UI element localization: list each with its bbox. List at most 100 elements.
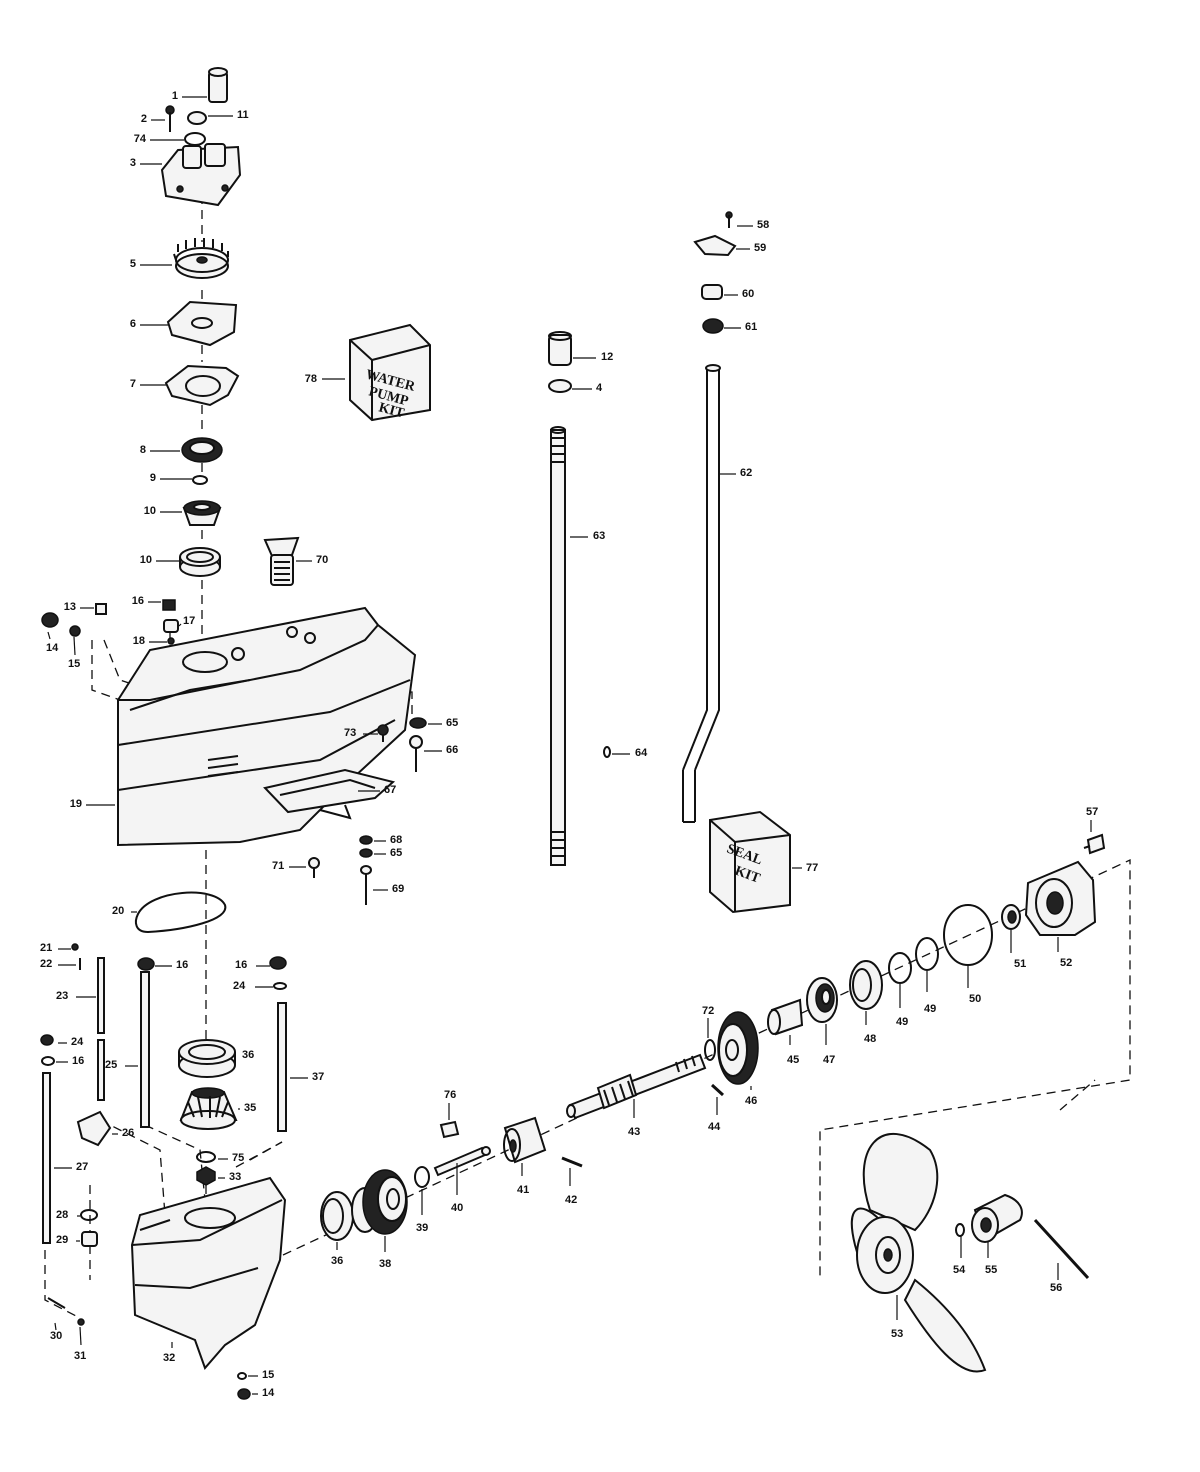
- pinion-gear-part-35: [179, 1087, 238, 1130]
- bushing-part-29: [81, 1231, 98, 1247]
- callout-label: 58: [757, 219, 769, 231]
- pin-part-42: [561, 1156, 583, 1168]
- bearing-cone-part-10: [182, 500, 222, 526]
- callout-label: 49: [896, 1016, 908, 1028]
- callout-leader: [178, 623, 182, 627]
- grommet-part-61: [702, 318, 724, 334]
- callout-label: 76: [444, 1089, 456, 1101]
- callout-label: 69: [392, 883, 404, 895]
- nut-part-33: [196, 1166, 216, 1186]
- callout-label: 22: [40, 958, 52, 970]
- callout-label: 68: [390, 834, 402, 846]
- bearing-cup-part-36b: [320, 1191, 354, 1241]
- callout-label: 24: [71, 1036, 84, 1048]
- stud-part-25: [140, 971, 150, 1128]
- callout-label: 2: [141, 113, 147, 125]
- shift-parts-upper: [693, 211, 737, 334]
- screw-part-66: [409, 735, 423, 772]
- fitting-part-14b: [237, 1388, 251, 1400]
- stud-part-37: [277, 1002, 287, 1132]
- trim-tab-part-67: [263, 768, 396, 820]
- callout-label: 25: [105, 1059, 117, 1071]
- forward-gear-part-38: [351, 1169, 408, 1235]
- callout-leader: [73, 636, 76, 656]
- stud-part-27: [42, 1072, 51, 1244]
- nut-part-16c: [40, 1034, 54, 1046]
- callout-label: 13: [64, 601, 76, 613]
- shift-plunger-part-40: [433, 1146, 491, 1177]
- ball-part-31: [77, 1318, 85, 1326]
- callout-label: 19: [70, 798, 82, 810]
- kit-label-line3: KIT: [377, 400, 406, 421]
- thrust-washer-part-72: [704, 1039, 716, 1061]
- washer-part-15: [69, 625, 81, 637]
- bearing-carrier-part-52: [1024, 860, 1097, 936]
- o-ring-part-49a: [888, 952, 912, 984]
- callout-label: 16: [132, 595, 144, 607]
- bushing-part-45: [767, 998, 804, 1036]
- callout-label: 66: [446, 744, 458, 756]
- callout-label: 23: [56, 990, 68, 1002]
- nut-part-16a: [137, 957, 155, 971]
- callout-label: 73: [344, 727, 356, 739]
- washer-part-54: [955, 1223, 965, 1237]
- callout-label: 44: [708, 1121, 721, 1133]
- callout-label: 11: [237, 109, 249, 121]
- grommet-part-11: [187, 111, 207, 125]
- callout-label: 1: [172, 90, 178, 102]
- callout-label: 18: [133, 635, 145, 647]
- callout-label: 51: [1014, 958, 1026, 970]
- bushing-part-17: [163, 619, 179, 633]
- callout-leader: [47, 631, 51, 640]
- callout-label: 7: [130, 378, 136, 390]
- propeller-shaft-part-43: [566, 1053, 707, 1120]
- callout-label: 65: [446, 717, 458, 729]
- callout-label: 5: [130, 258, 136, 270]
- callout-label: 67: [384, 784, 396, 796]
- pump-housing-part-3: [160, 143, 242, 207]
- washer-part-65: [409, 717, 427, 729]
- callout-label: 48: [864, 1033, 876, 1045]
- callout-label: 36: [331, 1255, 343, 1267]
- callout-label: 37: [312, 1071, 324, 1083]
- pinion-stack: [178, 1039, 238, 1186]
- callout-label: 4: [596, 382, 603, 394]
- washer-part-68: [359, 835, 373, 845]
- bolt-part-69: [360, 865, 372, 905]
- clip-part-26: [76, 1110, 112, 1147]
- fitting-part-14: [41, 612, 59, 628]
- cotter-part-56: [1033, 1218, 1090, 1280]
- callout-label: 38: [379, 1258, 391, 1270]
- callout-label: 9: [150, 472, 156, 484]
- callout-label: 47: [823, 1054, 835, 1066]
- callout-label: 64: [635, 747, 648, 759]
- callout-label: 30: [50, 1330, 62, 1342]
- washer-part-24b: [41, 1056, 55, 1066]
- o-ring-part-49b: [915, 937, 939, 971]
- cone-part-55: [971, 1193, 1023, 1243]
- ring-part-9: [192, 475, 208, 485]
- water-pump-stack: [160, 67, 300, 586]
- impeller-part-5: [173, 238, 229, 279]
- gearcase-part-32: [130, 1176, 287, 1370]
- callout-label: 20: [112, 905, 124, 917]
- grip-part-70: [263, 536, 300, 586]
- callout-label: 27: [76, 1161, 88, 1173]
- kit-number: 78: [305, 373, 317, 385]
- detent-part-76: [439, 1120, 460, 1139]
- clutch-part-41: [503, 1116, 547, 1164]
- reverse-gear-part-46: [717, 1011, 759, 1085]
- bearing-part-8: [181, 437, 223, 463]
- callout-label: 16: [235, 959, 247, 971]
- callout-label: 21: [40, 942, 52, 954]
- callout-label: 60: [742, 288, 754, 300]
- washer-part-65b: [359, 848, 373, 858]
- callout-label: 32: [163, 1352, 175, 1364]
- callout-label: 17: [183, 615, 195, 627]
- callout-label: 3: [130, 157, 136, 169]
- bolt-part-71: [308, 857, 320, 878]
- stud-part-23: [97, 957, 105, 1034]
- callout-label: 49: [924, 1003, 936, 1015]
- propeller-part-53: [850, 1132, 987, 1373]
